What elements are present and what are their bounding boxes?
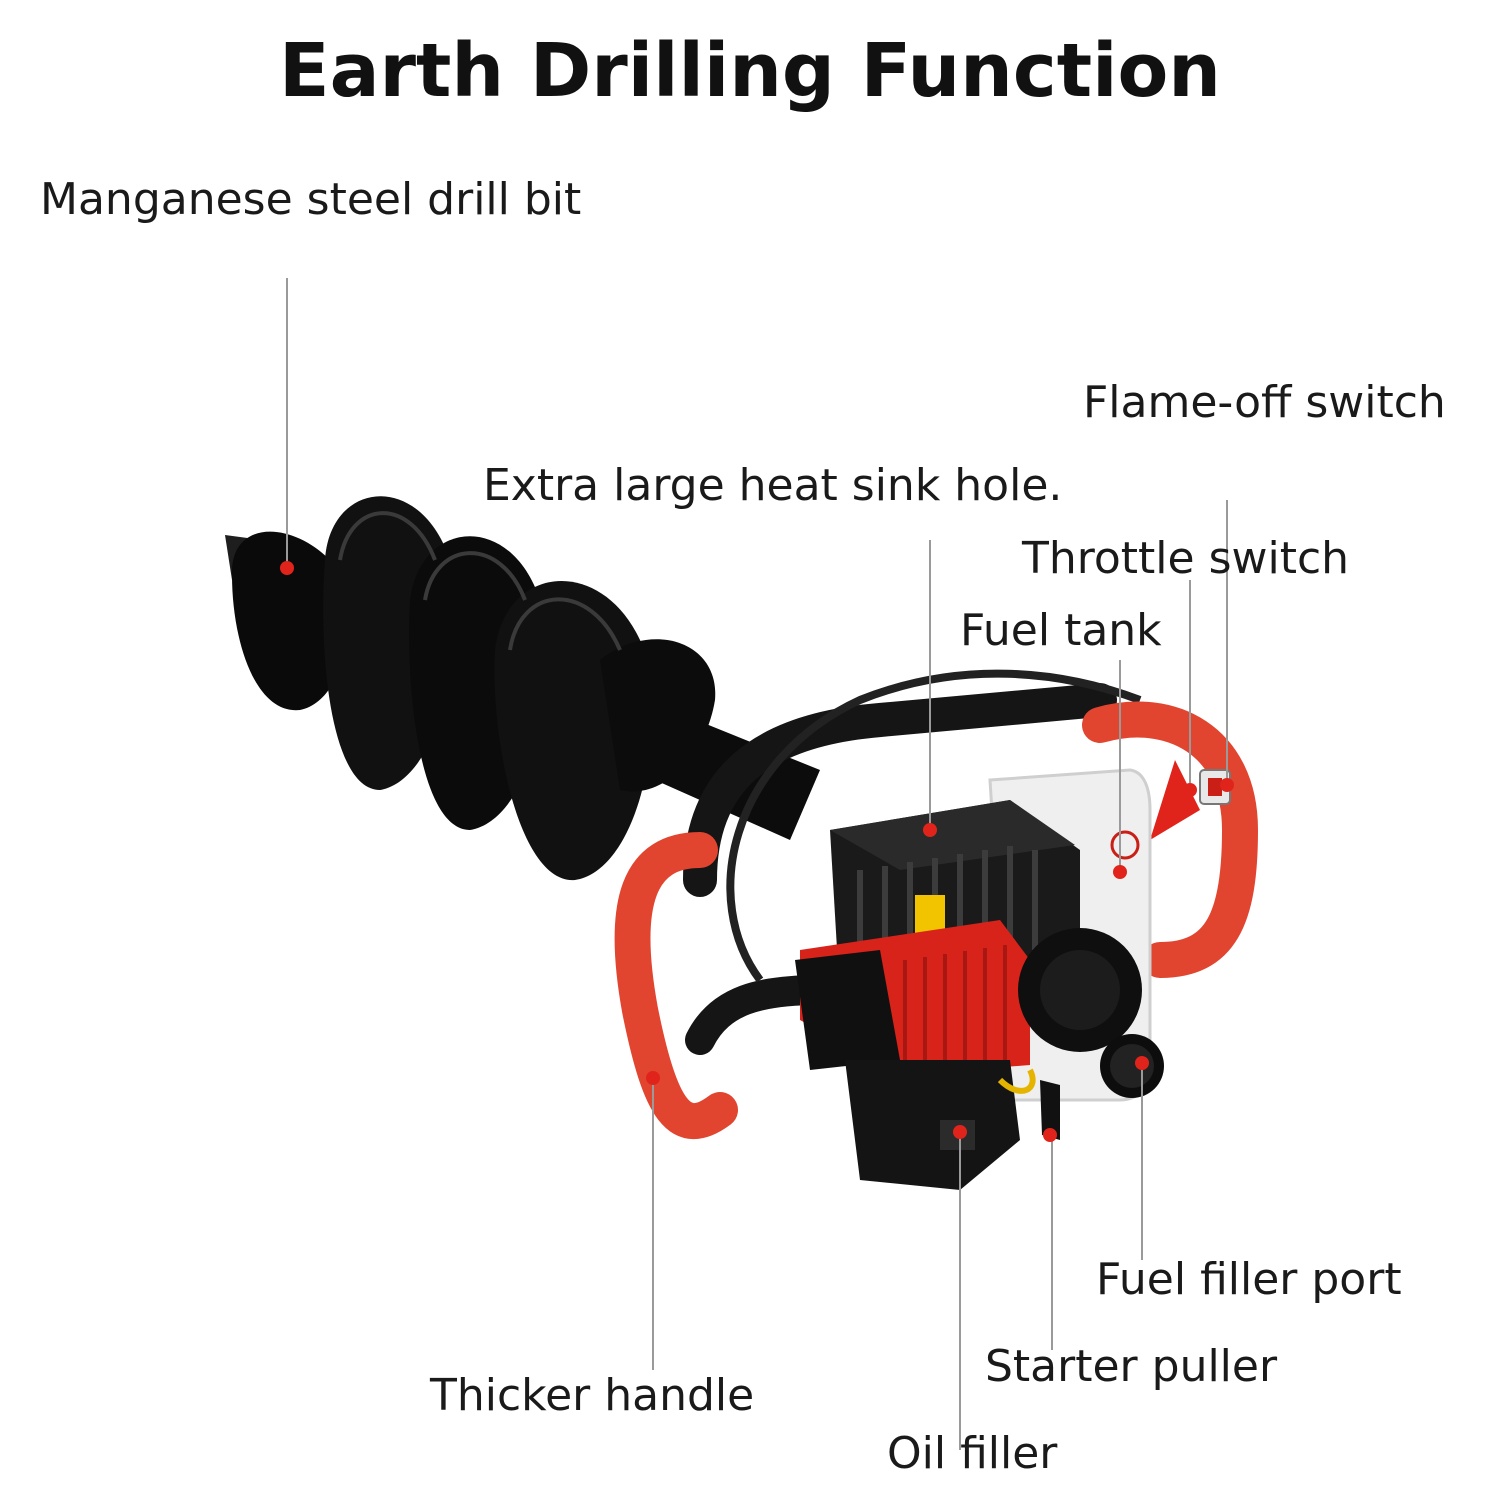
label-oil-filler: Oil filler: [887, 1428, 1058, 1479]
label-drill-bit: Manganese steel drill bit: [40, 174, 582, 225]
label-starter-puller: Starter puller: [985, 1341, 1278, 1392]
left-handle: [614, 832, 738, 1139]
label-heat-sink-hole: Extra large heat sink hole.: [483, 460, 1063, 511]
label-thicker-handle: Thicker handle: [430, 1370, 755, 1421]
page-title: Earth Drilling Function: [279, 28, 1221, 114]
marker-dots: [280, 561, 1234, 1142]
label-throttle-switch: Throttle switch: [1022, 533, 1350, 584]
label-flame-off-switch: Flame-off switch: [1083, 377, 1446, 428]
leader-lines: [286, 278, 1228, 1450]
right-handle: [1082, 701, 1259, 978]
engine-block: [795, 800, 1164, 1190]
auger-drill-bit: [225, 496, 820, 881]
label-fuel-tank: Fuel tank: [960, 605, 1162, 656]
label-fuel-filler-port: Fuel filler port: [1096, 1254, 1402, 1305]
